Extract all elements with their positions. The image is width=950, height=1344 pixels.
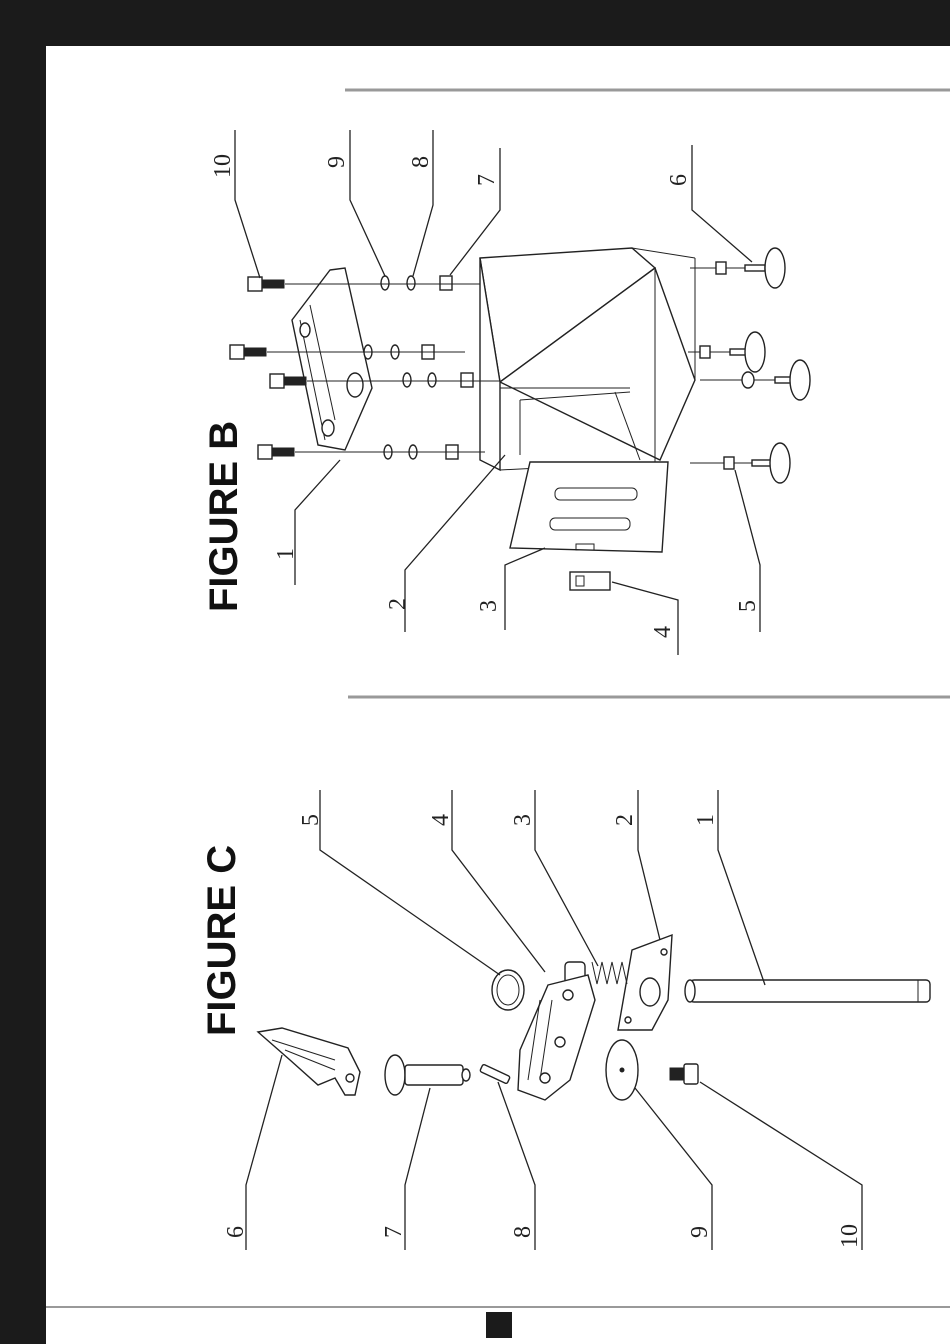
figure-b-callout-7: 7 — [474, 174, 500, 186]
retaining-ring — [492, 970, 524, 1010]
top-plate — [292, 268, 372, 450]
figure-b-callout-3: 3 — [476, 600, 502, 612]
figure-c: FIGURE C — [200, 790, 930, 1250]
leveling-feet — [688, 248, 810, 483]
figure-c-callout-9: 9 — [687, 1226, 713, 1238]
pin — [385, 1055, 470, 1095]
disc — [606, 1040, 638, 1100]
figure-b-title: FIGURE B — [202, 421, 246, 612]
cabinet-door — [510, 462, 668, 552]
bracket — [570, 572, 610, 590]
figure-c-callout-1: 1 — [693, 814, 719, 826]
figure-b: FIGURE B — [202, 130, 810, 655]
lever-arm — [518, 975, 595, 1100]
figure-b-callout-10: 10 — [210, 154, 236, 178]
figure-c-callout-8: 8 — [510, 1226, 536, 1238]
mounting-plate — [618, 935, 672, 1030]
page-marker — [486, 1312, 512, 1338]
figure-c-callout-7: 7 — [381, 1226, 407, 1238]
figure-c-callout-10: 10 — [837, 1224, 863, 1248]
figure-c-callout-4: 4 — [428, 814, 454, 826]
cabinet-box — [480, 248, 695, 470]
figure-b-callout-2: 2 — [385, 598, 411, 610]
figure-b-callout-8: 8 — [408, 156, 434, 168]
screw — [670, 1064, 698, 1084]
figure-b-callout-6: 6 — [666, 174, 692, 186]
figure-c-callout-5: 5 — [298, 814, 324, 826]
figure-c-callout-6: 6 — [223, 1226, 249, 1238]
figure-b-callout-9: 9 — [324, 156, 350, 168]
figure-c-callout-3: 3 — [510, 814, 536, 826]
figure-b-callout-5: 5 — [735, 600, 761, 612]
figure-c-title: FIGURE C — [200, 845, 244, 1036]
small-pin — [480, 1064, 511, 1084]
figure-b-callout-4: 4 — [650, 626, 676, 638]
figure-b-callout-1: 1 — [273, 548, 299, 560]
figure-c-callout-2: 2 — [612, 814, 638, 826]
rod — [685, 980, 930, 1002]
